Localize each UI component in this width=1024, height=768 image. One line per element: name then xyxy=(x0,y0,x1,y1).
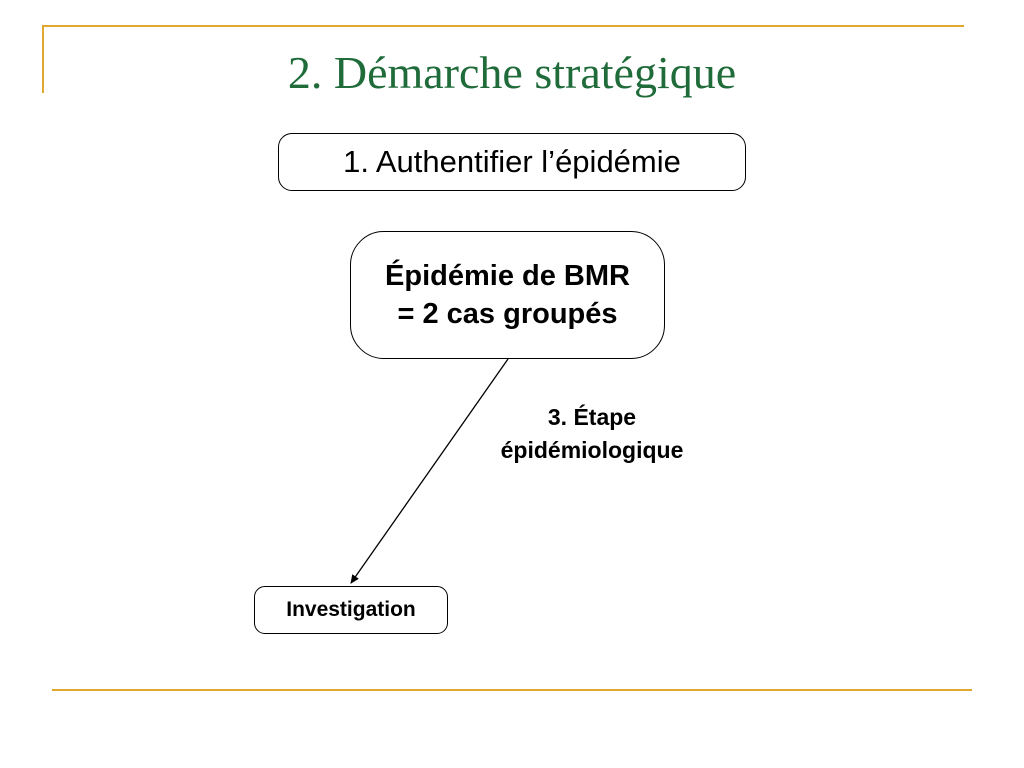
epidemic-box-line1: Épidémie de BMR xyxy=(385,260,630,292)
step3-label: 3. Étape épidémiologique xyxy=(460,401,724,467)
left-decorative-rule xyxy=(42,25,44,93)
step1-box-label: 1. Authentifier l’épidémie xyxy=(343,144,681,179)
step3-label-line1: 3. Étape xyxy=(547,404,637,430)
investigation-box-label: Investigation xyxy=(286,598,416,621)
epidemic-definition-box: Épidémie de BMR = 2 cas groupés xyxy=(350,231,665,359)
epidemic-box-line2: = 2 cas groupés xyxy=(397,298,618,330)
top-decorative-rule xyxy=(42,25,964,27)
slide-title: 2. Démarche stratégique xyxy=(287,47,737,98)
arrow-epidemic-to-investigation xyxy=(350,358,509,584)
investigation-box: Investigation xyxy=(254,586,448,634)
step3-label-line2: épidémiologique xyxy=(500,437,684,463)
step1-box: 1. Authentifier l’épidémie xyxy=(278,133,746,191)
bottom-decorative-rule xyxy=(52,689,972,691)
